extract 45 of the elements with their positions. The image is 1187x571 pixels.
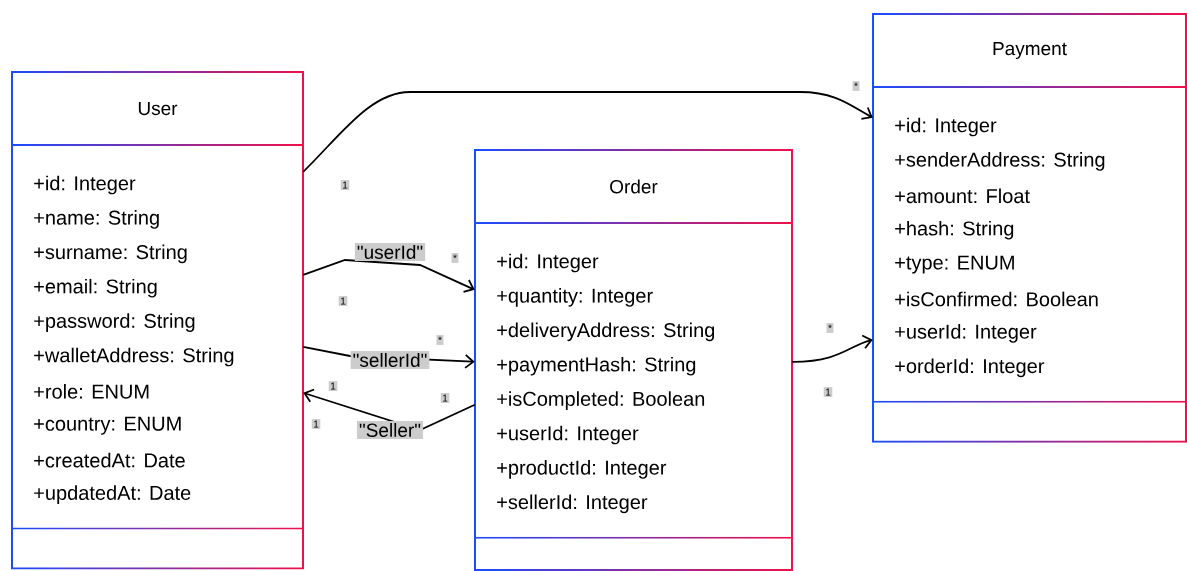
multiplicity-label: * [826, 323, 834, 333]
multiplicity-label: * [852, 81, 860, 91]
attribute-text: +country: ENUM [34, 416, 181, 435]
attribute-text: +id: Integer [497, 253, 599, 273]
attribute-text: +deliveryAddress: String [497, 322, 715, 342]
attribute-text: +email: String [34, 278, 157, 298]
attribute-text: +isCompleted: Boolean [497, 391, 705, 410]
attribute-text: +password: String [34, 313, 195, 332]
attribute-text: +senderAddress: String [895, 152, 1105, 171]
multiplicity-label: 1 [311, 419, 321, 429]
edge-label: "userId" [354, 243, 426, 261]
edge-label: "sellerId" [350, 351, 430, 369]
attribute-text: +hash: String [895, 220, 1014, 240]
multiplicity-label: 1 [338, 296, 348, 306]
attribute-text: +paymentHash: String [497, 356, 696, 376]
class-name: Payment [993, 42, 1067, 59]
attribute-text: +createdAt: Date [34, 452, 185, 468]
attribute-text: +quantity: Integer [497, 288, 653, 307]
attribute-text: +productId: Integer [497, 460, 667, 479]
class-name: Order [610, 179, 658, 194]
attribute-text: +walletAddress: String [34, 347, 234, 367]
multiplicity-label: 1 [328, 381, 338, 391]
attribute-text: +surname: String [34, 244, 187, 264]
multiplicity-label: 1 [340, 180, 350, 190]
attribute-text: +name: String [34, 210, 159, 229]
attribute-text: +id: Integer [34, 175, 136, 195]
attribute-text: +userId: Integer [497, 425, 639, 445]
arrow [302, 91, 873, 173]
class-name: User [138, 101, 178, 116]
multiplicity-label: * [451, 253, 459, 263]
multiplicity-label: 1 [440, 393, 450, 403]
attribute-text: +sellerId: Integer [497, 494, 648, 514]
multiplicity-label: 1 [823, 387, 833, 397]
attribute-text: +updatedAt: Date [34, 485, 191, 504]
arrow [791, 334, 873, 363]
attribute-text: +userId: Integer [895, 324, 1037, 343]
attribute-text: +type: ENUM [895, 255, 1014, 274]
multiplicity-label: * [436, 335, 444, 345]
attribute-text: +role: ENUM [34, 384, 149, 399]
attribute-text: +amount: Float [895, 188, 1030, 204]
arrow [302, 259, 475, 293]
edge-label: "Seller" [356, 421, 424, 439]
attribute-text: +isConfirmed: Boolean [895, 291, 1098, 307]
attribute-text: +orderId: Integer [895, 358, 1045, 378]
attribute-text: +id: Integer [895, 117, 997, 137]
